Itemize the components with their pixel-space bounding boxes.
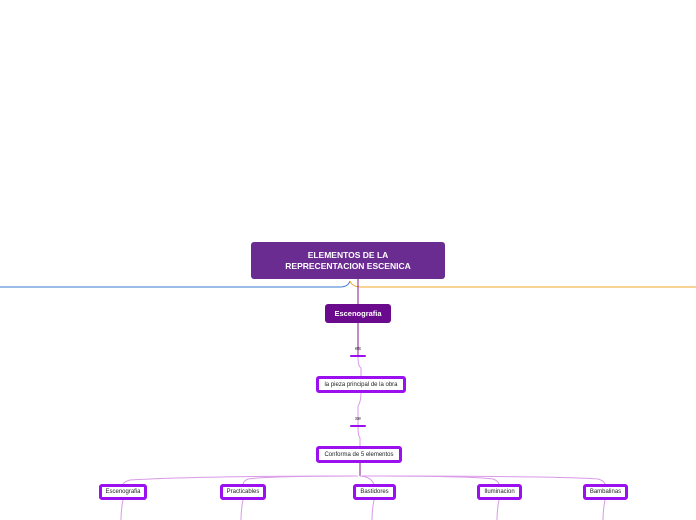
link-line-conforma <box>357 426 361 446</box>
fan-line-2 <box>242 475 359 486</box>
right-branch-line <box>349 280 696 288</box>
root-topic[interactable]: ELEMENTOS DE LA REPRECENTACION ESCENICA <box>251 242 445 279</box>
main-topic-escenografia[interactable]: Escenografia <box>325 304 391 323</box>
link-line-pieza <box>357 356 362 376</box>
fan-line-3 <box>359 475 375 486</box>
stub-2 <box>240 499 244 520</box>
element-practicables[interactable]: Practicables <box>220 484 266 500</box>
root-title-line-1: ELEMENTOS DE LA <box>307 250 389 260</box>
fan-line-5 <box>361 475 606 486</box>
stub-5 <box>602 499 606 520</box>
stub-4 <box>496 499 500 520</box>
element-escenografia[interactable]: Escenografia <box>99 484 147 500</box>
element-bambalinas[interactable]: Bambalinas <box>583 484 628 500</box>
stub-1 <box>120 499 124 520</box>
connector-label-es[interactable]: es <box>355 346 361 352</box>
element-bastidores[interactable]: Bastidores <box>353 484 396 500</box>
subtopic-conforma-elementos[interactable]: Conforma de 5 elementos <box>316 446 402 463</box>
left-branch-line <box>0 280 351 288</box>
subtopic-pieza-principal[interactable]: la pieza principal de la obra <box>316 376 406 393</box>
root-title-line-2: REPRECENTACION ESCENICA <box>285 261 411 271</box>
connector-label-se[interactable]: se <box>355 416 361 422</box>
element-iluminacion[interactable]: Iluminacion <box>477 484 522 500</box>
link-line-se <box>357 391 362 426</box>
connector-underline-se <box>350 425 366 427</box>
stub-3 <box>371 499 375 520</box>
connector-underline-es <box>350 355 366 357</box>
